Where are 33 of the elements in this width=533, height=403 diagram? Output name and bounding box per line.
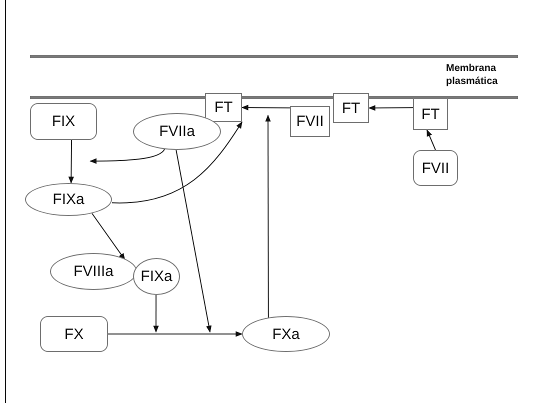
arrow [368,105,414,111]
membrane-label: Membrana plasmática [446,62,499,88]
factor-box [30,103,97,140]
factor-box [413,98,448,130]
arrow [68,140,74,184]
factor-label: FVIIa [159,123,195,140]
factor-label: FVII [296,113,324,130]
arrow [92,212,126,260]
factor-label: FXa [272,326,300,342]
factor-ellipse [50,253,137,290]
factor-label: FT [214,99,233,116]
factor-label: FIXa [140,268,172,285]
factor-box [40,316,108,352]
factor-label: FVIIIa [73,263,114,280]
arrow [108,331,243,337]
arrow [90,148,166,164]
factor-label: FVII [422,160,450,176]
factor-label: FIXa [52,191,84,208]
factor-label: FT [421,106,440,122]
factor-label: FX [64,326,84,342]
arrow [112,121,242,204]
factor-ellipse [133,258,180,295]
factor-box [290,106,330,137]
arrow [153,294,159,333]
factor-box [413,150,458,186]
factor-label: FIX [52,113,76,130]
arrow [426,129,436,150]
arrow [176,150,212,333]
arrow [265,114,271,318]
factor-box [333,93,369,123]
arrow [241,104,290,110]
factor-label: FT [342,100,360,116]
factor-box [205,93,242,122]
